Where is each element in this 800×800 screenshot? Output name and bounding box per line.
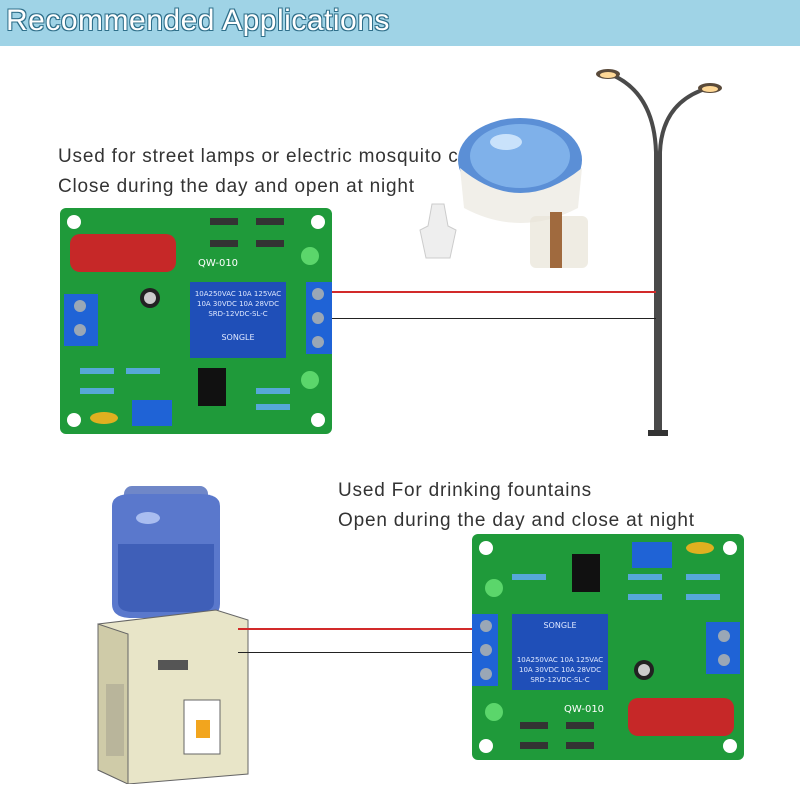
- application-1-line2: Close during the day and open at night: [58, 176, 415, 197]
- relay-2-brand: SONGLE: [543, 621, 576, 630]
- street-lamp-image: [596, 69, 722, 436]
- relay-board-2: 10A250VAC 10A 125VAC 10A 30VDC 10A 28VDC…: [472, 534, 744, 760]
- application-1-caption: Used for street lamps or electric mosqui…: [58, 142, 490, 202]
- relay-1-text-line2: 10A 30VDC 10A 28VDC: [197, 300, 279, 308]
- application-2-caption: Used For drinking fountains Open during …: [338, 476, 695, 536]
- header-bar: Recommended Applications: [0, 0, 800, 46]
- application-2-line2: Open during the day and close at night: [338, 510, 695, 531]
- wire-black-1: [332, 318, 656, 319]
- relay-1-brand: SONGLE: [221, 333, 254, 342]
- wire-red-2: [238, 628, 474, 630]
- relay-1-text-line1: 10A250VAC 10A 125VAC: [195, 290, 281, 298]
- relay-1-text-line3: SRD-12VDC-SL-C: [208, 310, 267, 318]
- board-2-label: QW-010: [564, 704, 604, 715]
- relay-2-text-line1: 10A250VAC 10A 125VAC: [517, 656, 603, 664]
- application-2-line1: Used For drinking fountains: [338, 480, 592, 501]
- wire-black-2: [238, 652, 474, 653]
- water-dispenser-image: [97, 486, 249, 784]
- relay-2-text-line2: 10A 30VDC 10A 28VDC: [519, 666, 601, 674]
- page-title: Recommended Applications: [6, 4, 390, 37]
- relay-2-text-line3: SRD-12VDC-SL-C: [530, 676, 589, 684]
- wire-red-1: [332, 291, 656, 293]
- board-1-label: QW-010: [198, 258, 238, 269]
- mosquito-repeller-image: [419, 118, 588, 268]
- application-1-line1: Used for street lamps or electric mosqui…: [58, 146, 491, 167]
- relay-board-1: 10A250VAC 10A 125VAC 10A 30VDC 10A 28VDC…: [60, 208, 332, 434]
